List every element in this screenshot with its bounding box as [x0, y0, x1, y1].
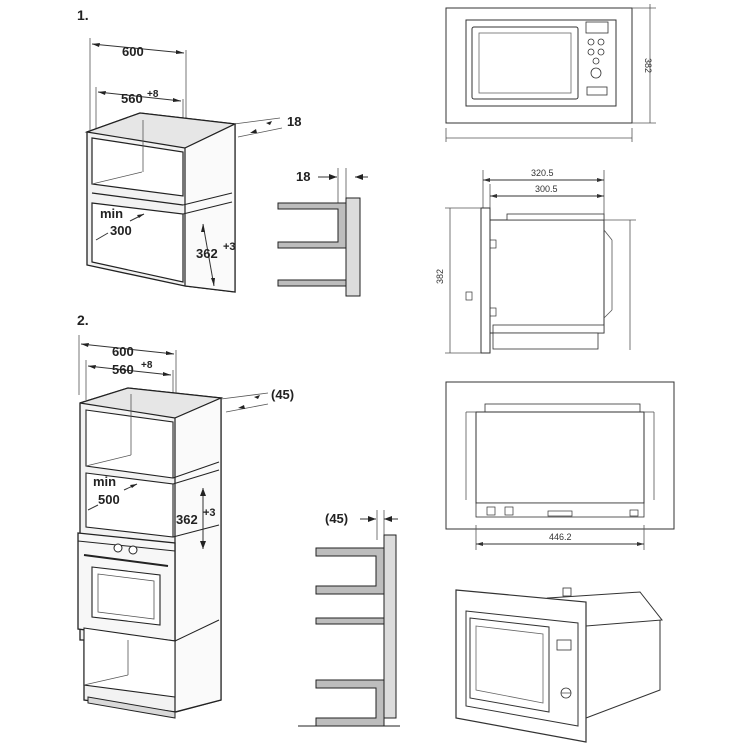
step-1-number: 1. — [77, 7, 89, 23]
step-1-height-tolerance: +3 — [223, 241, 236, 253]
step-1-height: 362 — [196, 246, 218, 261]
step-2-min-depth: 500 — [98, 492, 120, 507]
side-height-label: 382 — [435, 269, 445, 284]
front-height-label: 382 — [643, 58, 653, 73]
step-2-min-label: min — [93, 474, 116, 489]
front-view-drawing: 382 — [445, 4, 656, 142]
step-1-min-label: min — [100, 206, 123, 221]
side-view-drawing: 320.5 300.5 382 — [435, 168, 636, 354]
step-1-inner-width-tolerance: +8 — [147, 89, 159, 100]
step-1-shelf-detail: 18 — [277, 168, 368, 297]
step-1-min-depth: 300 — [110, 223, 132, 238]
step-1-detail-thickness: 18 — [296, 169, 310, 184]
step-2-width: 600 — [112, 344, 134, 359]
step-2-height: 362 — [176, 512, 198, 527]
built-in-oven — [77, 532, 176, 642]
step-1-side-thickness: 18 — [287, 114, 301, 129]
top-view-drawing: 446.2 — [445, 381, 675, 550]
step-2-number: 2. — [77, 312, 89, 328]
perspective-oven-drawing — [455, 587, 663, 743]
top-width-label: 446.2 — [549, 532, 572, 542]
step-2-side-gap: (45) — [271, 387, 294, 402]
step-2-diagram: 2. 600 560 +8 — [77, 312, 400, 727]
step-2-inner-width-tolerance: +8 — [141, 360, 153, 371]
step-2-inner-width: 560 — [112, 362, 134, 377]
step-2-shelf-detail: (45) — [298, 510, 400, 727]
step-2-tall-cabinet — [77, 387, 224, 719]
step-1-width: 600 — [122, 44, 144, 59]
step-1-diagram: 1. 600 560 +8 — [77, 7, 368, 297]
step-2-height-tolerance: +3 — [203, 507, 216, 519]
side-depth-inner-label: 300.5 — [535, 184, 558, 194]
step-1-inner-width: 560 — [121, 91, 143, 106]
side-depth-outer-label: 320.5 — [531, 168, 554, 178]
step-1-cabinet — [84, 112, 238, 293]
step-2-detail-gap: (45) — [325, 511, 348, 526]
